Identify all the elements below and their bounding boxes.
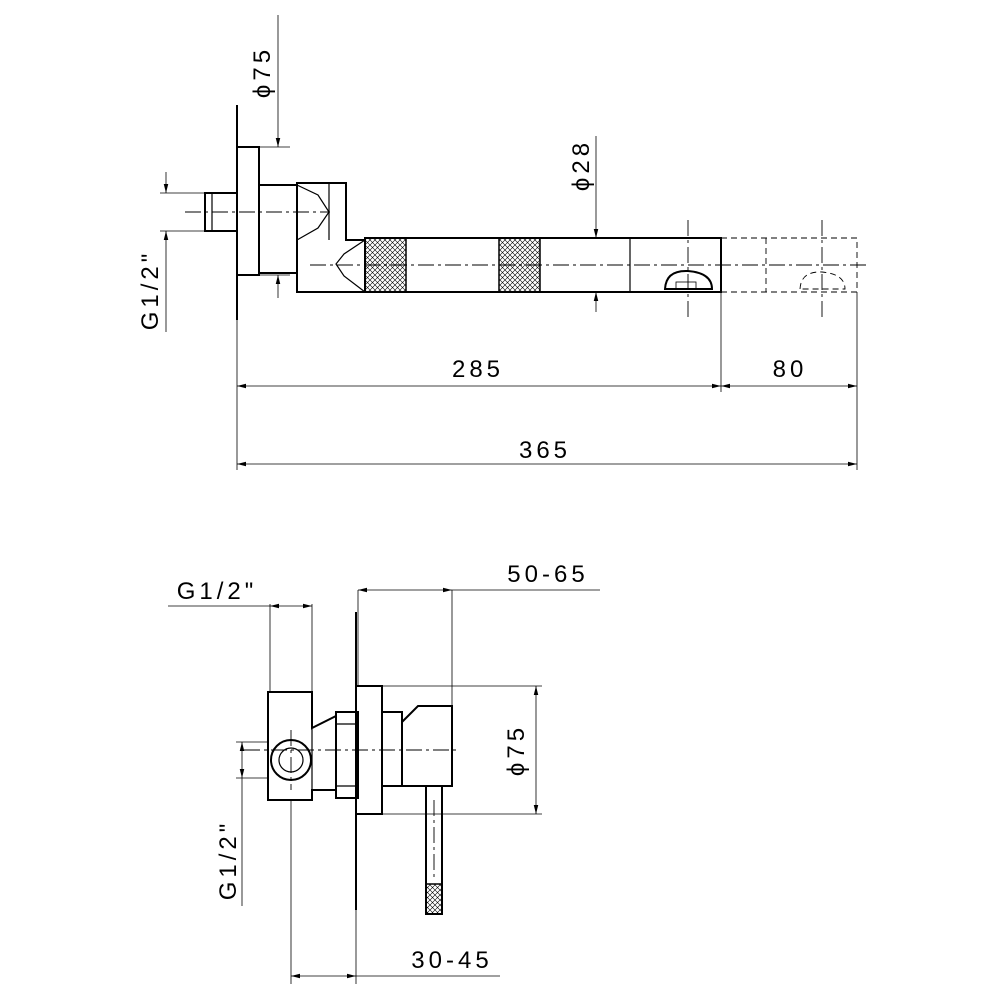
dim-spout-diameter-label: ϕ28 — [568, 139, 595, 191]
elbow-inner-line — [296, 184, 330, 241]
flange-collar — [258, 184, 298, 274]
dim-flange-diameter-lower-label: ϕ75 — [503, 724, 530, 776]
dim-inlet-thread-label: G1/2" — [137, 250, 164, 331]
flange-plate — [236, 146, 260, 276]
lever-knurled-tip — [425, 883, 443, 915]
cartridge-housing — [335, 711, 359, 799]
handle-base — [381, 711, 403, 787]
dim-projection-label: 50-65 — [507, 561, 588, 588]
handle-body — [401, 705, 453, 787]
top-view: ϕ75 ϕ28 G1/2" 285 80 365 — [137, 15, 870, 470]
dim-inlet-thread-top-label: G1/2" — [177, 578, 258, 605]
dim-total-length-label: 365 — [519, 437, 571, 464]
dim-wall-depth-label: 30-45 — [411, 947, 492, 974]
dim-inlet-thread-side-label: G1/2" — [215, 820, 242, 901]
elbow-body — [296, 182, 366, 293]
aerator-insert — [675, 281, 697, 290]
valve-body — [267, 691, 337, 801]
dim-spout-length-label: 285 — [452, 356, 504, 383]
extension-aerator — [799, 271, 846, 290]
elbow-joint-curve — [335, 239, 366, 293]
aerator-outlet — [663, 269, 714, 290]
dim-extension-label: 80 — [773, 356, 808, 383]
dim-flange-diameter-label: ϕ75 — [249, 46, 276, 98]
bottom-view: G1/2" 50-65 ϕ75 G1/2" 30-45 — [168, 561, 600, 984]
